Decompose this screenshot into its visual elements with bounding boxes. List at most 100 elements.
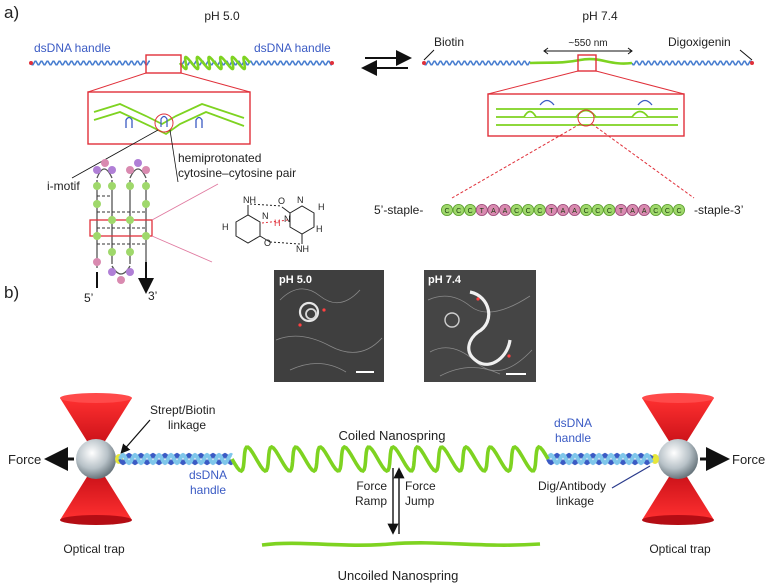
hemiprotonated-line1: hemiprotonated [178,151,261,165]
staple-base-letter: T [480,208,485,215]
zoom-left-highlight [154,113,174,133]
dsdna-handle-left: dsDNA handle [34,41,111,55]
uncoiled-nanospring [261,541,541,547]
staple-base-letter: C [595,208,600,215]
dsdna-left-line2: handle [190,483,226,497]
svg-text:H: H [316,224,323,234]
end-3-label: 3’ [148,289,157,303]
staple-base-letter: A [642,208,647,215]
optical-trap-right [642,393,714,525]
hemiprotonated-line2: cytosine–cytosine pair [178,166,296,180]
staple-base-bead [452,203,465,216]
svg-text:H: H [318,202,325,212]
svg-text:N: N [297,195,304,205]
staple-base-bead [475,203,488,216]
staple-base-bead [487,203,500,216]
zoom-left-loop-1 [125,116,133,128]
uncoiled-nanospring-label: Uncoiled Nanospring [338,568,459,583]
end-dot-right-b [750,61,754,65]
staple-base-letter: C [444,208,449,215]
zoom-left-strand-1 [93,103,245,126]
staple-base-letter: C [607,208,612,215]
svg-text:H: H [222,222,229,232]
zoom-connector-left-2 [180,72,251,93]
staple-base-letter: A [630,208,635,215]
strept-biotin-line1: Strept/Biotin [150,403,215,417]
panel-a-label: a) [4,3,19,22]
zoom-left-loop-center [160,115,168,127]
staple-base-letter: C [665,208,670,215]
afm-ph5-label: pH 5.0 [279,274,312,286]
dsdna-handle-mid: dsDNA handle [254,41,331,55]
ph-left-label: pH 5.0 [204,9,240,23]
staple-base-letter: C [584,208,589,215]
end-5-label: 5’ [84,291,93,305]
optical-trap-left-label: Optical trap [63,542,125,556]
digoxigenin-label: Digoxigenin [668,35,731,49]
zoom-box-left-large [87,91,251,145]
staple-base-bead [510,203,523,216]
svg-text:O: O [264,238,271,248]
svg-text:NH: NH [296,244,309,254]
staple-base-bead [440,203,453,216]
dsdna-left-line1: dsDNA [189,468,227,482]
length-label: ~550 nm [568,38,607,49]
zoom-box-right-small [577,54,597,72]
staple-base-bead [568,203,581,216]
staple-base-letter: A [491,208,496,215]
zoom-box-left-small [145,54,182,74]
afm-image-ph5 [274,270,384,382]
cytosine-pair-structure [235,203,315,245]
dsdna-wave-right-a [423,60,531,66]
dig-antibody-line1: Dig/Antibody [538,479,606,493]
zoom-connector-right-1 [487,70,579,95]
staple-base-letter: T [549,208,554,215]
afm-image-ph74 [424,270,536,382]
staple-base-bead [673,203,686,216]
svg-text:N: N [262,211,269,221]
ph-right-label: pH 7.4 [582,9,618,23]
dsdna-helix-left-b [118,452,233,466]
uncoiled-segment-a [529,57,633,65]
staple-base-bead [649,203,662,216]
strept-pointer [120,419,151,454]
dsdna-right-line1: dsDNA [554,416,592,430]
staple-base-bead [626,203,639,216]
staple-base-letter: C [537,208,542,215]
staple-base-letter: C [468,208,473,215]
svg-text:N: N [284,214,291,224]
staple-base-letter: T [619,208,624,215]
digoxigenin-pointer [739,49,753,61]
staple-start-label: 5’-staple- [374,203,423,217]
zoom-connector-left-1 [87,72,147,93]
hemi-connector-1 [151,183,219,221]
staple-base-letter: C [526,208,531,215]
staple-base-letter: A [561,208,566,215]
dsdna-right-line2: handle [555,431,591,445]
svg-text:H: H [274,218,281,228]
staple-base-letter: C [676,208,681,215]
length-bar-caps [543,47,633,55]
coiled-nanospring-label: Coiled Nanospring [339,428,446,443]
zoom-right-highlight [577,109,595,127]
zoom-left-loop-2 [195,116,203,128]
hemi-connector-2 [151,235,213,263]
afm-ph74-label: pH 7.4 [428,274,462,286]
optical-trap-right-label: Optical trap [649,542,711,556]
zoom-left-strand-2 [93,111,245,136]
force-ramp-line2: Ramp [355,494,387,508]
svg-text:NH: NH [243,195,256,205]
staple-base-letter: C [456,208,461,215]
biotin-pointer [423,49,435,61]
biotin-label: Biotin [434,35,464,49]
end-dot-left [29,61,33,65]
coiled-nanospring [230,444,550,474]
force-left-label: Force [8,452,41,467]
staple-base-bead [533,203,546,216]
dsdna-wave-right-b [631,60,753,66]
staple-base-bead [591,203,604,216]
i-motif-structure [89,159,153,284]
